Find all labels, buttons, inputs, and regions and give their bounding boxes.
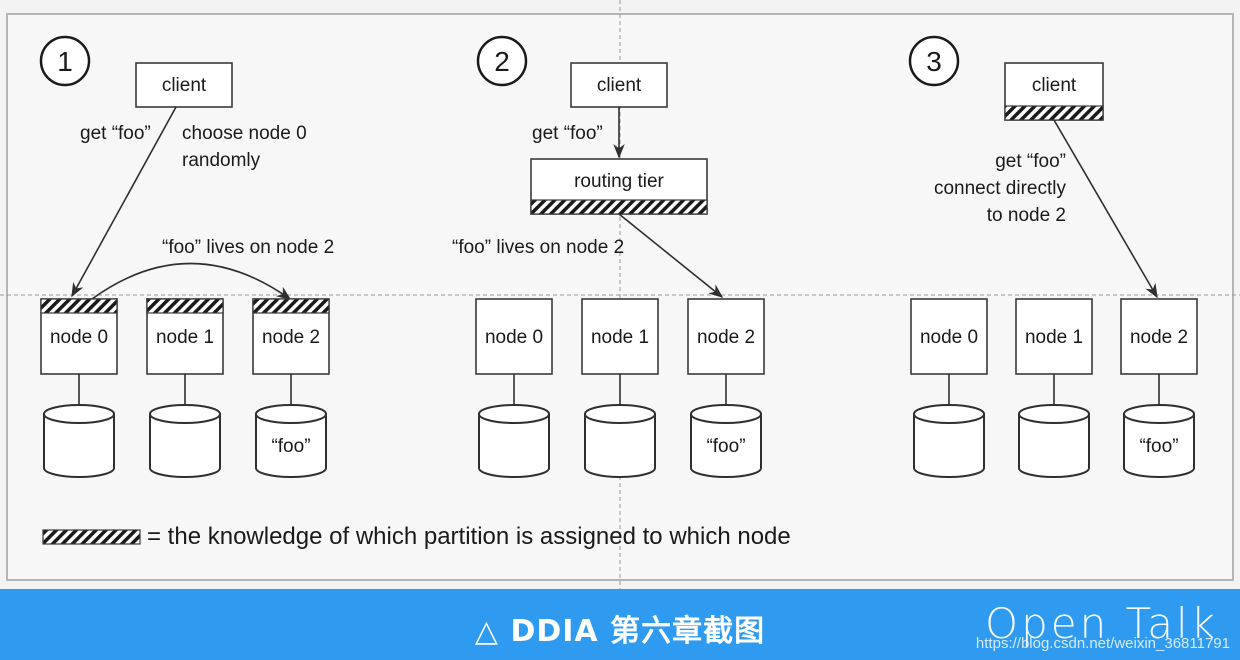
panel-number-badge (908, 35, 960, 87)
disk-1 (149, 404, 221, 478)
watermark-url: https://blog.csdn.net/weixin_36811791 (975, 635, 1230, 652)
open-talk-logo: Open Talk (985, 599, 1218, 648)
panel-1: 1 client get “foo” choose node 0 randoml… (39, 35, 334, 478)
request-label: get “foo” (995, 151, 1066, 172)
connect-label-line1: connect directly (934, 178, 1067, 199)
node-label: node 2 (697, 327, 755, 348)
client-box: client (1004, 62, 1104, 121)
node0-to-node2-arrow (91, 262, 292, 300)
node-1: node 1 (146, 298, 224, 375)
panel-2: 2 client get “foo” routing tier “foo” li… (452, 35, 765, 478)
disk-value: “foo” (706, 436, 745, 457)
node-label: node 1 (156, 327, 214, 348)
node-1: node 1 (1015, 298, 1093, 375)
partition-knowledge-hatch (146, 298, 224, 314)
legend: = the knowledge of which partition is as… (42, 523, 791, 550)
client-label: client (597, 75, 642, 96)
partition-knowledge-hatch (530, 199, 708, 215)
request-label: get “foo” (532, 123, 603, 144)
node-label: node 2 (262, 327, 320, 348)
node-label: node 0 (485, 327, 543, 348)
disk-0 (913, 404, 985, 478)
disk-2: “foo” (255, 404, 327, 478)
routing-label: routing tier (574, 171, 664, 192)
disk-1 (1018, 404, 1090, 478)
choose-label-line1: choose node 0 (182, 123, 307, 144)
disk-0 (478, 404, 550, 478)
forward-label: “foo” lives on node 2 (452, 237, 624, 258)
caption-banner: △ DDIA 第六章截图 Open Talk https://blog.csdn… (0, 589, 1240, 660)
partition-knowledge-hatch (252, 298, 330, 314)
node-2: node 2 (687, 298, 765, 375)
panel-3: 3 client get “foo” connect directly to n… (908, 35, 1198, 478)
node-2: node 2 (1120, 298, 1198, 375)
node-0: node 0 (40, 298, 118, 375)
client-to-node2-arrow (1053, 119, 1158, 299)
client-box (135, 62, 233, 108)
banner-title: △ DDIA 第六章截图 (474, 614, 766, 649)
node-2: node 2 (252, 298, 330, 375)
connect-label-line2: to node 2 (987, 205, 1066, 226)
legend-text: = the knowledge of which partition is as… (147, 523, 791, 550)
node-0: node 0 (910, 298, 988, 375)
node-label: node 2 (1130, 327, 1188, 348)
disk-2: “foo” (1123, 404, 1195, 478)
client-to-node0-arrow (71, 106, 177, 298)
panel-number: 2 (494, 46, 510, 77)
partition-knowledge-hatch (40, 298, 118, 314)
choose-label-line2: randomly (182, 150, 261, 171)
forward-label: “foo” lives on node 2 (162, 237, 334, 258)
disk-0 (43, 404, 115, 478)
legend-hatch-swatch (42, 529, 141, 545)
panel-number: 1 (57, 46, 73, 77)
panel-number: 3 (926, 46, 942, 77)
client-label: client (1032, 75, 1077, 96)
node-1: node 1 (581, 298, 659, 375)
routing-tier-box: routing tier (530, 158, 708, 215)
node-0: node 0 (475, 298, 553, 375)
node-label: node 1 (1025, 327, 1083, 348)
panel-number-badge (39, 35, 91, 87)
panel-number-badge (476, 35, 528, 87)
node-label: node 0 (920, 327, 978, 348)
request-label: get “foo” (80, 123, 151, 144)
node-label: node 0 (50, 327, 108, 348)
client-label: client (162, 75, 207, 96)
client-box (570, 62, 668, 108)
partition-knowledge-hatch (1004, 105, 1104, 121)
routing-to-node2-arrow (618, 213, 724, 298)
disk-value: “foo” (1139, 436, 1178, 457)
disk-value: “foo” (271, 436, 310, 457)
disk-1 (584, 404, 656, 478)
node-label: node 1 (591, 327, 649, 348)
disk-2: “foo” (690, 404, 762, 478)
